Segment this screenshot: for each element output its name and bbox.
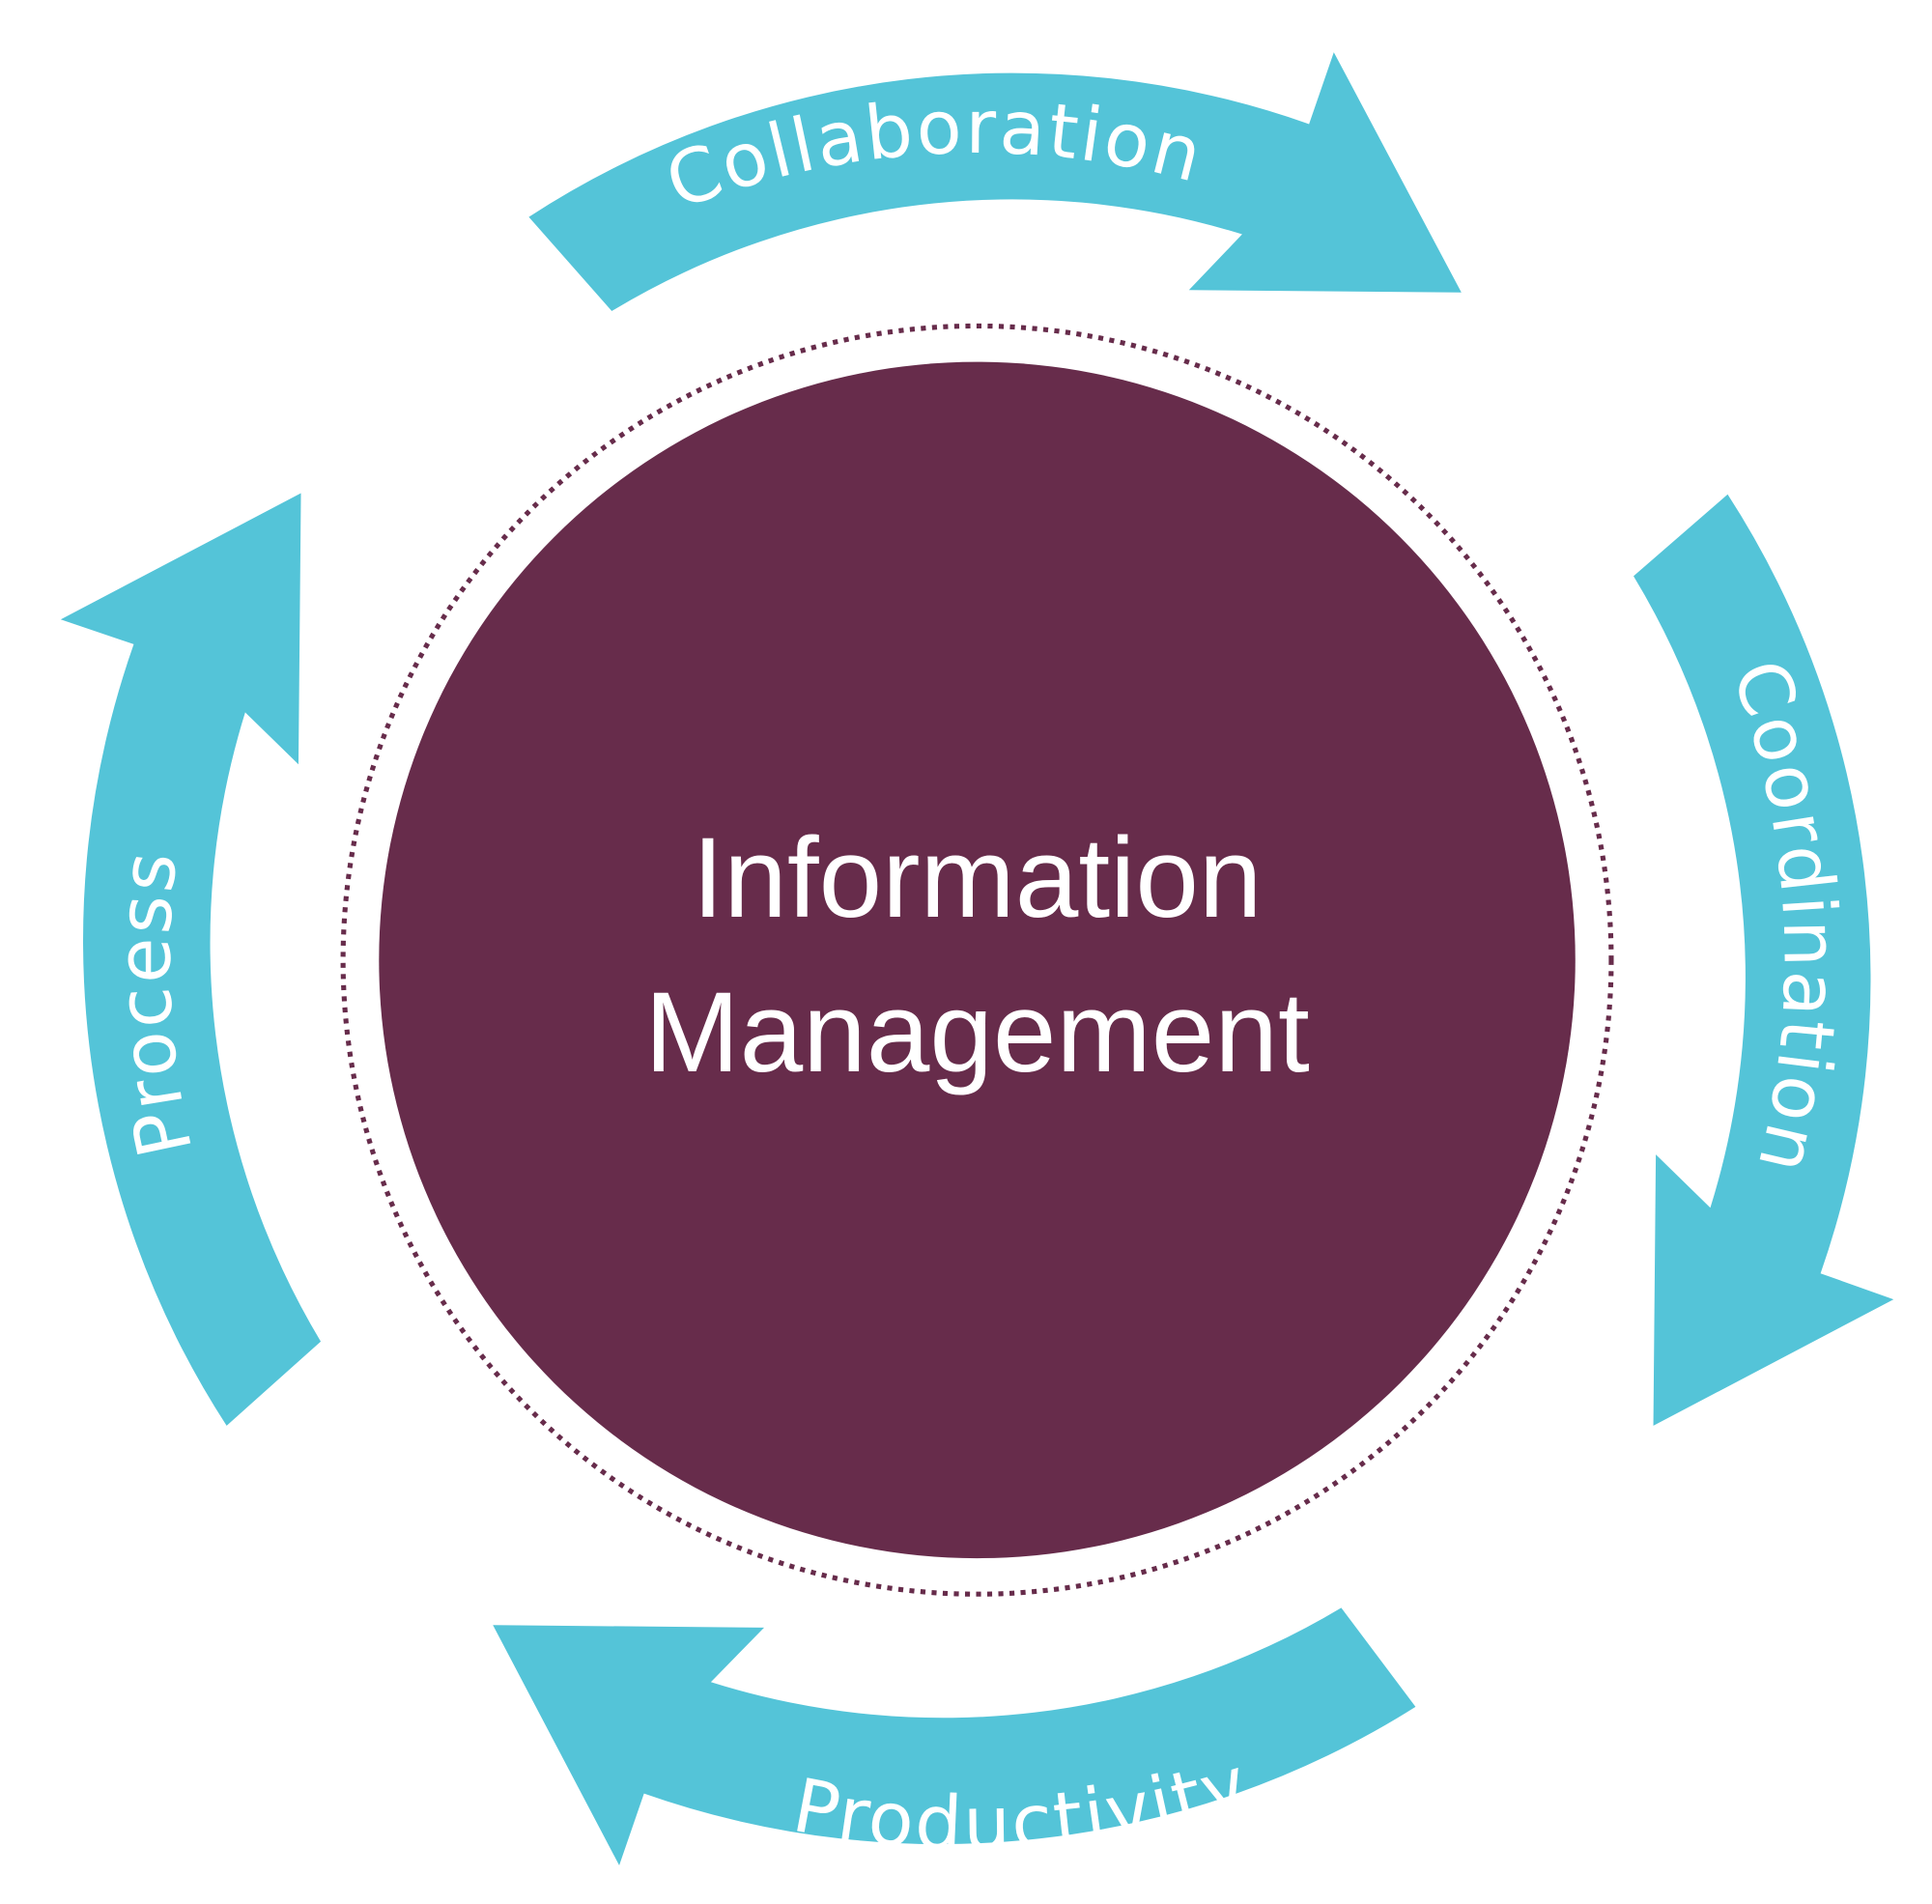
- collaboration-arrow: [528, 52, 1462, 312]
- coordination-arrow: [1634, 494, 1894, 1426]
- center-title-line1: Information: [693, 813, 1263, 941]
- center-title-line2: Management: [644, 968, 1309, 1095]
- center-circle: [379, 361, 1576, 1559]
- dotted-ring: [340, 323, 1614, 1597]
- process-arrow: [60, 493, 322, 1426]
- productivity-arrow: [493, 1607, 1416, 1866]
